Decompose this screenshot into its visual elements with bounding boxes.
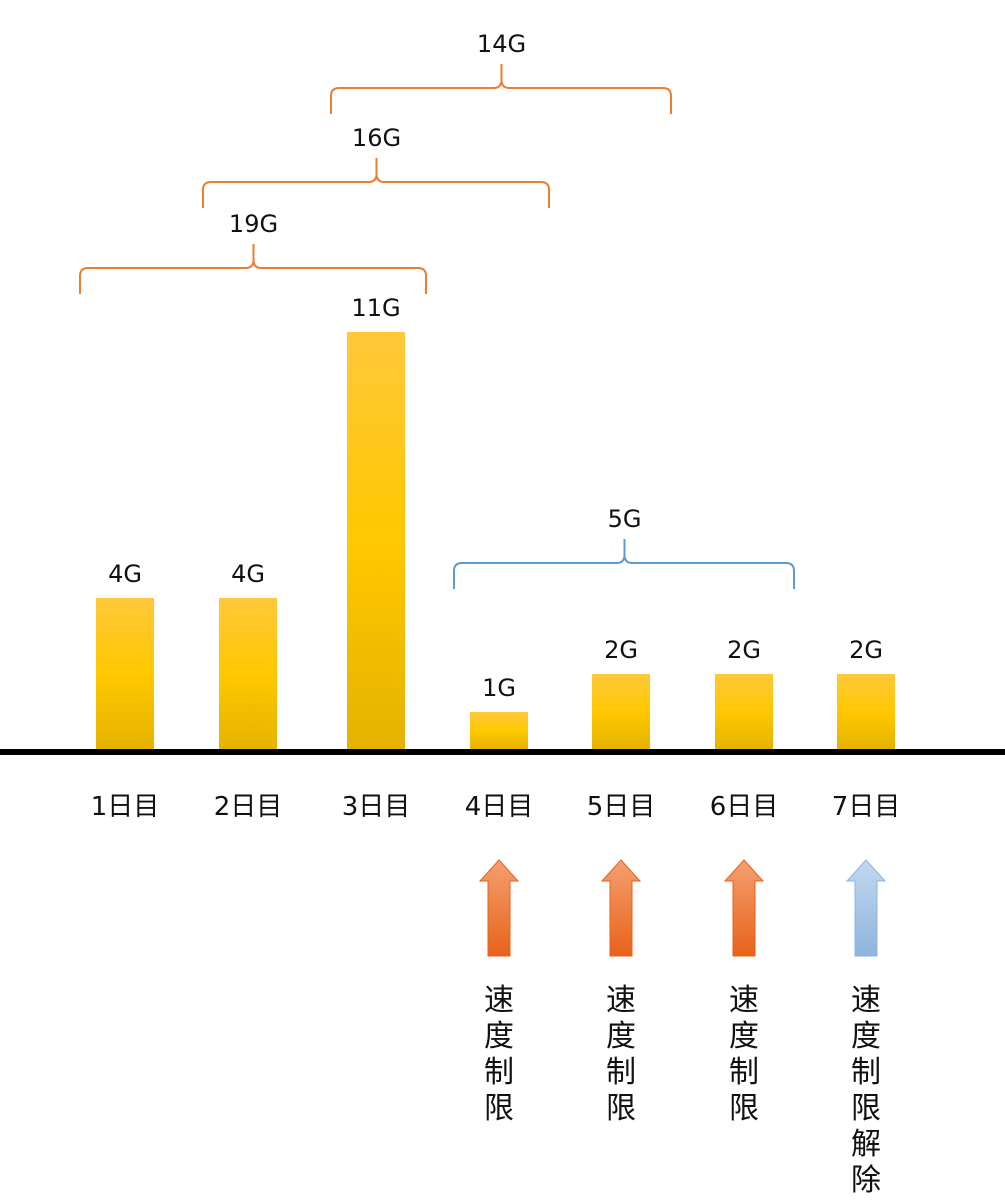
value-label-day-2: 4G (231, 560, 265, 588)
status-arrow-day-7 (845, 859, 887, 957)
value-label-day-4: 1G (482, 674, 516, 702)
bracket-label-14G: 14G (477, 30, 526, 58)
day-label-1: 1日目 (91, 792, 160, 822)
status-text-day-6: 速度制限 (729, 983, 759, 1126)
value-label-group: 4G 4G 11G 1G 2G 2G 2G (108, 294, 883, 702)
bracket-label-5G: 5G (608, 505, 642, 533)
value-label-day-3: 11G (351, 294, 400, 322)
bracket-group: 19G 16G 14G 5G (79, 30, 795, 589)
value-label-day-7: 2G (849, 636, 883, 664)
bar-day-2 (219, 598, 277, 750)
status-arrow-day-6 (723, 859, 765, 957)
bracket-19G (79, 244, 427, 294)
bracket-16G (202, 158, 550, 208)
bar-group (96, 332, 895, 750)
bar-day-1 (96, 598, 154, 750)
status-arrow-group: 速度制限 速度制限 速度制限 速度制限解除 (478, 859, 887, 1198)
bar-day-5 (592, 674, 650, 750)
bracket-label-19G: 19G (229, 210, 278, 238)
value-label-day-5: 2G (604, 636, 638, 664)
value-label-day-6: 2G (727, 636, 761, 664)
bracket-14G (330, 64, 672, 114)
day-label-7: 7日目 (832, 792, 901, 822)
bar-day-3 (347, 332, 405, 750)
bracket-label-16G: 16G (352, 124, 401, 152)
day-label-6: 6日目 (710, 792, 779, 822)
day-label-4: 4日目 (465, 792, 534, 822)
day-label-3: 3日目 (342, 792, 411, 822)
day-label-2: 2日目 (214, 792, 283, 822)
status-text-day-4: 速度制限 (484, 983, 514, 1126)
day-label-group: 1日目 2日目 3日目 4日目 5日目 6日目 7日目 (91, 792, 901, 822)
status-text-day-7: 速度制限解除 (851, 983, 881, 1198)
status-arrow-day-5 (600, 859, 642, 957)
status-arrow-day-4 (478, 859, 520, 957)
bracket-5G (453, 539, 795, 589)
bar-day-7 (837, 674, 895, 750)
value-label-day-1: 4G (108, 560, 142, 588)
bar-day-6 (715, 674, 773, 750)
status-text-day-5: 速度制限 (606, 983, 636, 1126)
day-label-5: 5日目 (587, 792, 656, 822)
bar-day-4 (470, 712, 528, 750)
